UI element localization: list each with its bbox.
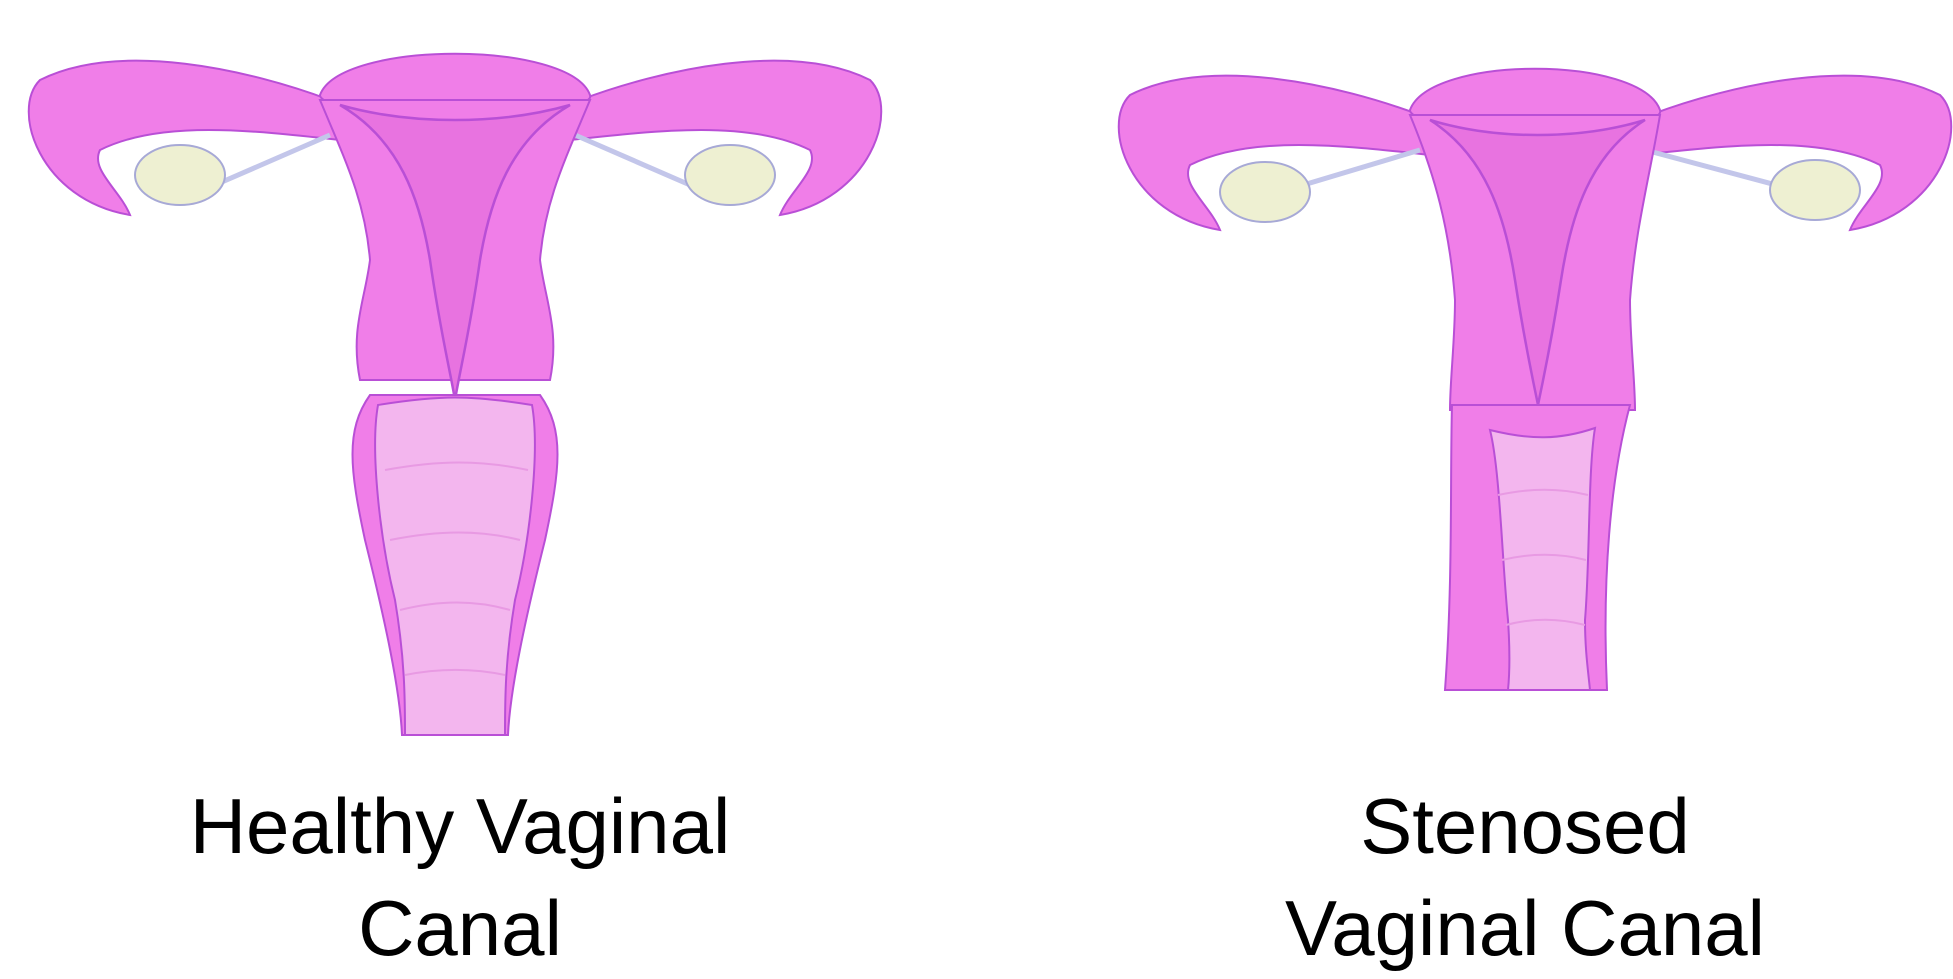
healthy-anatomy-drawing xyxy=(0,0,910,760)
right-ovary xyxy=(1770,160,1860,220)
healthy-anatomy-illustration xyxy=(0,0,910,760)
healthy-canal-caption: Healthy Vaginal Canal xyxy=(130,775,790,979)
left-ovary xyxy=(1220,162,1310,222)
stenosed-anatomy-illustration xyxy=(1090,0,1953,760)
stenosed-anatomy-drawing xyxy=(1090,0,1953,760)
caption-line: Vaginal Canal xyxy=(1220,877,1830,979)
stenosed-canal-caption: Stenosed Vaginal Canal xyxy=(1220,775,1830,979)
caption-line: Healthy Vaginal xyxy=(130,775,790,877)
left-ovarian-ligament xyxy=(215,135,330,185)
right-ovarian-ligament xyxy=(575,135,690,185)
right-ovary xyxy=(685,145,775,205)
caption-line: Canal xyxy=(130,877,790,979)
left-ovary xyxy=(135,145,225,205)
caption-line: Stenosed xyxy=(1220,775,1830,877)
